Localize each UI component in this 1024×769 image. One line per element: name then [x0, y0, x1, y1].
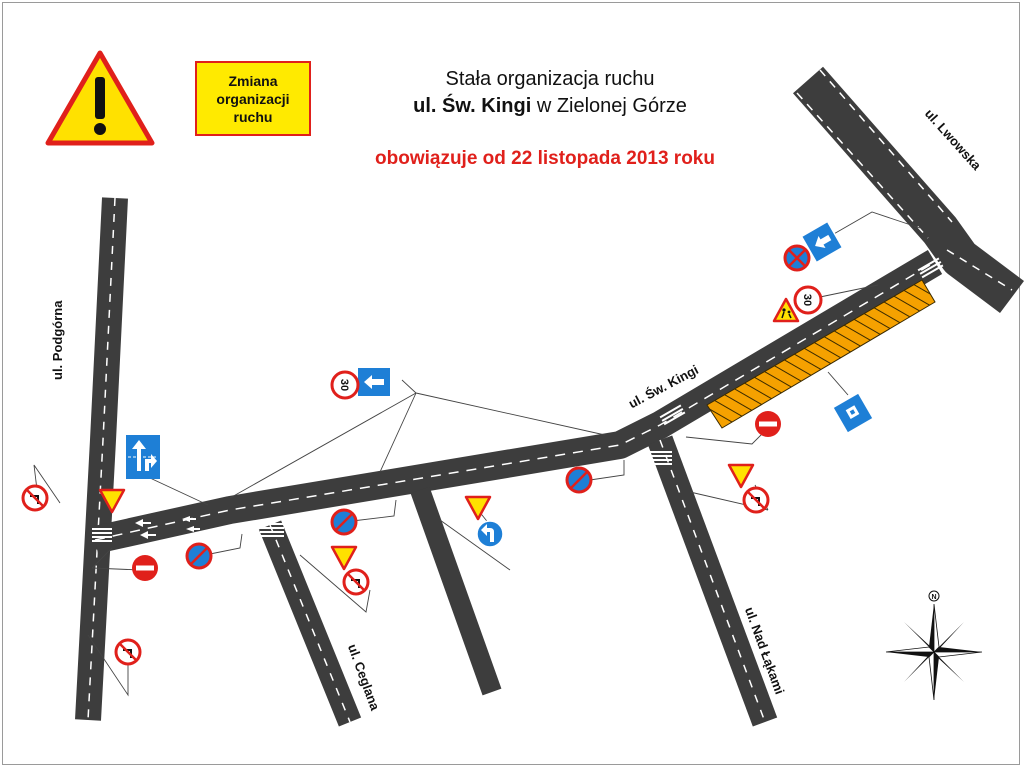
lane-arrows [135, 516, 200, 539]
no-left-turn-sign-icon [342, 568, 370, 596]
speed-limit-value: 30 [801, 294, 813, 306]
no-stopping-sign-icon [565, 466, 593, 494]
exclamation-triangle-icon [45, 50, 155, 146]
road-lwowska [792, 66, 1024, 313]
speed-limit-value: 30 [338, 379, 350, 391]
give-way-sign-icon [727, 463, 755, 489]
road-dead-end [410, 486, 502, 696]
give-way-sign-icon [98, 488, 126, 514]
page-title: Stała organizacja ruchu [445, 68, 655, 90]
children-warning-sign-icon [772, 297, 800, 323]
notice-box: Zmiana organizacji ruchu [195, 61, 311, 136]
give-way-sign-icon [464, 495, 492, 521]
one-way-arrow-sign-icon [800, 220, 844, 264]
no-entry-sign-icon [132, 555, 158, 581]
street-label-podgorna: ul. Podgórna [50, 300, 65, 380]
no-left-turn-sign-icon [114, 638, 142, 666]
compass-rose-icon: N [885, 590, 983, 701]
speed-limit-sign-icon: 30 [793, 285, 823, 315]
page-subtitle: ul. Św. Kingi w Zielonej Górze [340, 93, 760, 119]
no-left-turn-sign-icon [742, 486, 770, 514]
city-text: w Zielonej Górze [531, 95, 687, 117]
one-way-arrow-sign-icon [358, 368, 390, 396]
no-stopping-sign-icon [330, 508, 358, 536]
crosswalks [58, 257, 944, 588]
notice-line-3: ruchu [233, 108, 273, 125]
mandatory-left-turn-sign-icon [476, 520, 504, 548]
give-way-sign-icon [330, 545, 358, 571]
street-name-bold: ul. Św. Kingi [413, 95, 532, 117]
no-stopping-sign-icon [783, 244, 811, 272]
compass-north-label: N [931, 594, 936, 601]
lane-directions-sign-icon [126, 435, 160, 479]
notice-line-1: Zmiana [228, 72, 278, 89]
effective-date: obowiązuje od 22 listopada 2013 roku [375, 148, 715, 169]
parking-sign-icon [833, 393, 873, 433]
no-entry-sign-icon [755, 411, 781, 437]
no-left-turn-sign-icon [21, 484, 49, 512]
speed-limit-sign-icon: 30 [330, 370, 360, 400]
no-stopping-sign-icon [185, 542, 213, 570]
notice-line-2: organizacji [216, 90, 290, 107]
parking-zone-hatched [706, 279, 936, 429]
